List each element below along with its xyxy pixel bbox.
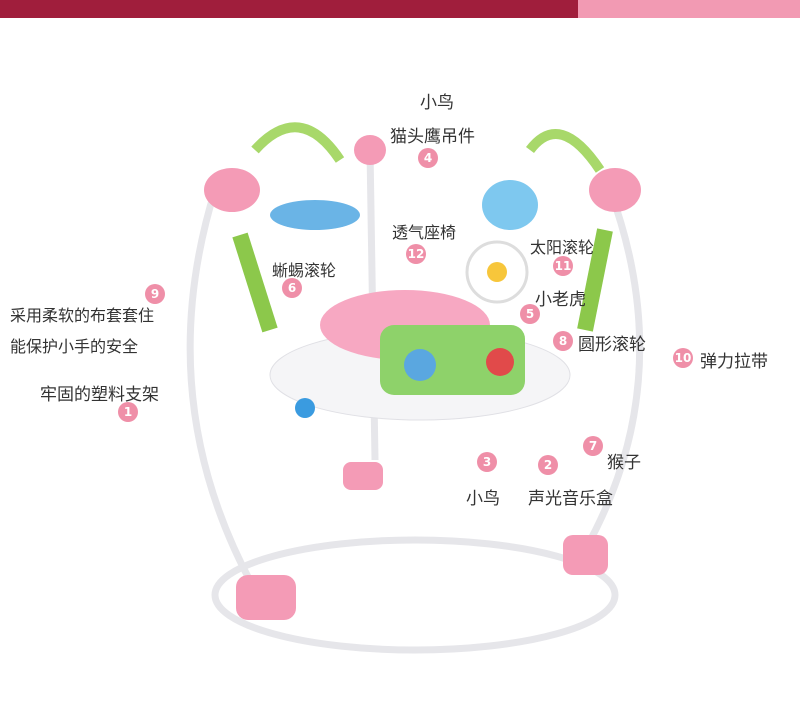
label-sun-roller: 太阳滚轮	[530, 238, 595, 257]
banner-bar-light	[578, 0, 800, 18]
badge-12: 12	[406, 244, 426, 264]
label-lizard-roller: 蜥蜴滚轮	[272, 261, 337, 280]
badge-9: 9	[145, 284, 165, 304]
badge-5: 5	[520, 304, 540, 324]
badge-7: 7	[583, 436, 603, 456]
label-monkey: 猴子	[607, 453, 641, 473]
label-elastic-strap: 弹力拉带	[700, 352, 768, 372]
badge-1: 1	[118, 402, 138, 422]
label-owl-pendant: 猫头鹰吊件	[390, 127, 475, 147]
badge-11: 11	[553, 256, 573, 276]
badge-6: 6	[282, 278, 302, 298]
badge-10: 10	[673, 348, 693, 368]
label-breathable-seat: 透气座椅	[392, 223, 457, 242]
label-bird-bottom: 小鸟	[466, 489, 500, 509]
label-plastic-frame: 牢固的塑料支架	[40, 385, 159, 405]
label-round-roller: 圆形滚轮	[578, 335, 646, 355]
label-tiger: 小老虎	[535, 290, 586, 310]
label-bird-top: 小鸟	[420, 93, 454, 113]
badge-2: 2	[538, 455, 558, 475]
label-music-box: 声光音乐盒	[528, 489, 613, 509]
label-soft-cover-line1: 采用柔软的布套套住	[10, 306, 155, 325]
badge-4: 4	[418, 148, 438, 168]
badge-8: 8	[553, 331, 573, 351]
label-soft-cover-line2: 能保护小手的安全	[10, 337, 139, 356]
banner-bar-dark	[0, 0, 578, 18]
badge-3: 3	[477, 452, 497, 472]
